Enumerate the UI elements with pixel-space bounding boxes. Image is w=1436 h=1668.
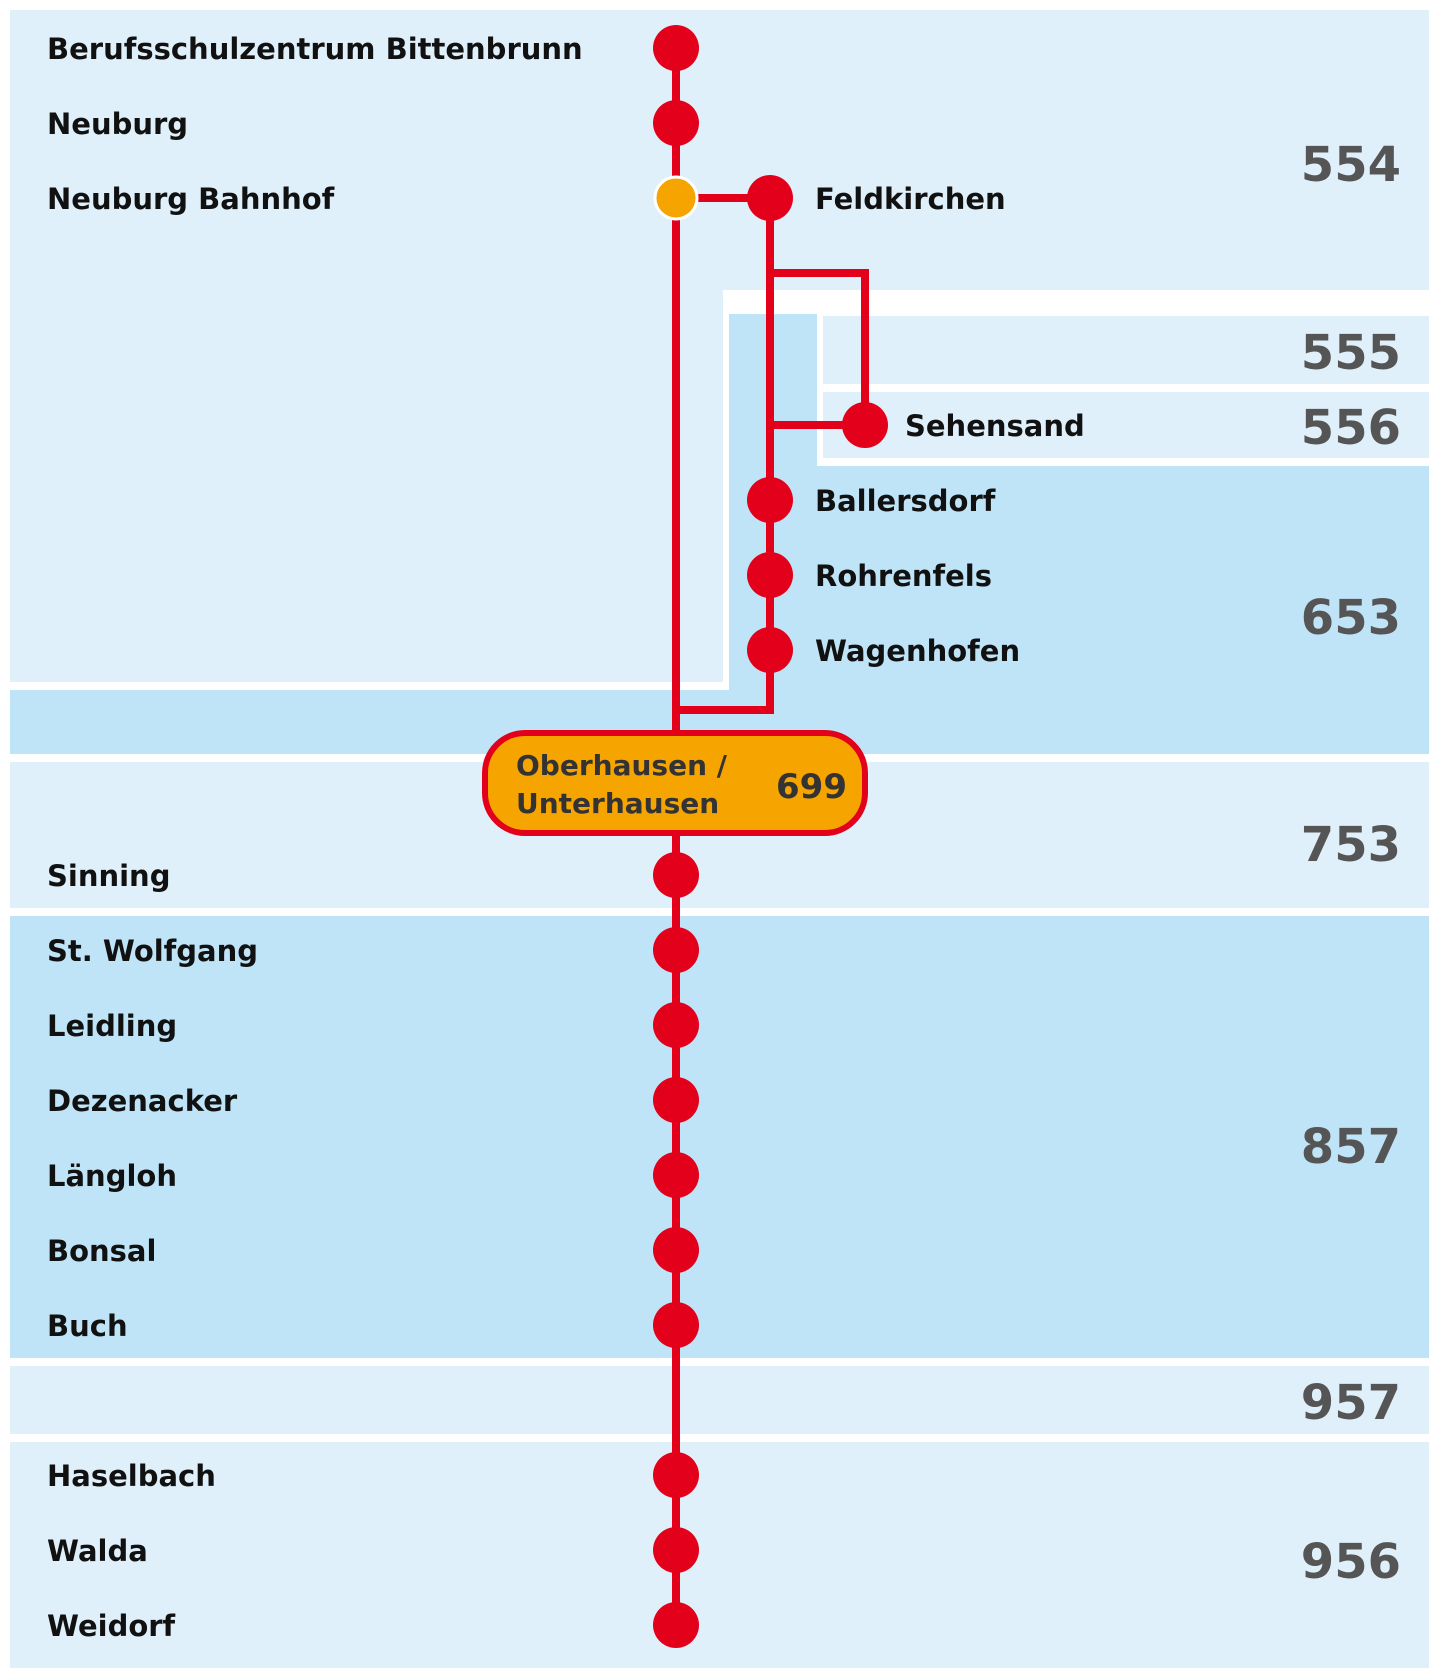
stop-marker-neuburg-bahnhof xyxy=(653,175,699,221)
zone-number-556: 556 xyxy=(1301,400,1401,456)
stop-marker-ballersdorf xyxy=(747,477,793,523)
zone-number-753: 753 xyxy=(1301,817,1401,873)
stop-marker-bonsal xyxy=(653,1227,699,1273)
hub-label-line2: Unterhausen xyxy=(516,787,719,820)
hub-oberhausen-unterhausen: Oberhausen / Unterhausen 699 xyxy=(482,730,868,836)
stop-marker-haselbach xyxy=(653,1452,699,1498)
zone-957-area xyxy=(10,1366,1429,1434)
stop-label-neuburg: Neuburg xyxy=(47,107,188,141)
stop-label-buch: Buch xyxy=(47,1309,128,1343)
stop-label-dezenacker: Dezenacker xyxy=(47,1084,238,1118)
stop-labels: Berufsschulzentrum Bittenbrunn Neuburg N… xyxy=(47,32,1085,1643)
zone-956-area xyxy=(10,1442,1429,1668)
stop-label-rohrenfels: Rohrenfels xyxy=(815,559,992,593)
zone-number-653: 653 xyxy=(1301,590,1401,646)
stop-marker-weidorf xyxy=(653,1602,699,1648)
hub-zone-number: 699 xyxy=(776,767,847,807)
stop-marker-leidling xyxy=(653,1002,699,1048)
stop-label-leidling: Leidling xyxy=(47,1009,177,1043)
stop-label-weidorf: Weidorf xyxy=(47,1609,176,1643)
stop-marker-neuburg xyxy=(653,100,699,146)
stop-label-haselbach: Haselbach xyxy=(47,1459,216,1493)
zone-857-area xyxy=(10,916,1429,1358)
zone-numbers: 554 555 556 653 753 857 957 956 xyxy=(1301,137,1401,1590)
branch-line-sehensand xyxy=(770,269,869,425)
stop-label-sehensand: Sehensand xyxy=(905,409,1085,443)
stop-label-wagenhofen: Wagenhofen xyxy=(815,634,1020,668)
stop-label-st-wolfgang: St. Wolfgang xyxy=(47,934,258,968)
stop-label-laengloh: Längloh xyxy=(47,1159,177,1193)
stop-marker-rohrenfels xyxy=(747,552,793,598)
zone-number-956: 956 xyxy=(1301,1534,1401,1590)
stop-marker-wagenhofen xyxy=(747,627,793,673)
stop-label-feldkirchen: Feldkirchen xyxy=(815,182,1006,216)
stop-marker-sehensand xyxy=(842,402,888,448)
stop-label-berufsschulzentrum: Berufsschulzentrum Bittenbrunn xyxy=(47,32,583,66)
hub-label-line1: Oberhausen / xyxy=(516,749,728,782)
zone-554-area xyxy=(10,10,1429,290)
stop-marker-st-wolfgang xyxy=(653,927,699,973)
zone-number-555: 555 xyxy=(1301,325,1401,381)
zone-556-area xyxy=(823,392,1429,458)
zone-number-857: 857 xyxy=(1301,1119,1401,1175)
stop-label-bonsal: Bonsal xyxy=(47,1234,156,1268)
stop-marker-walda xyxy=(653,1527,699,1573)
zone-number-554: 554 xyxy=(1301,137,1401,193)
stop-marker-feldkirchen xyxy=(747,175,793,221)
stop-marker-berufsschulzentrum xyxy=(653,25,699,71)
stop-marker-dezenacker xyxy=(653,1077,699,1123)
stop-label-walda: Walda xyxy=(47,1534,148,1568)
hub-box xyxy=(482,730,868,836)
zone-backgrounds xyxy=(10,10,1429,1668)
zone-554-area-left xyxy=(10,290,723,682)
zone-555-area xyxy=(823,316,1429,384)
stop-marker-laengloh xyxy=(653,1152,699,1198)
stop-markers xyxy=(653,25,888,1648)
stop-label-neuburg-bahnhof: Neuburg Bahnhof xyxy=(47,182,335,216)
stop-label-sinning: Sinning xyxy=(47,859,170,893)
zone-number-957: 957 xyxy=(1301,1375,1401,1431)
stop-label-ballersdorf: Ballersdorf xyxy=(815,484,996,518)
stop-marker-sinning xyxy=(653,852,699,898)
stop-marker-buch xyxy=(653,1302,699,1348)
